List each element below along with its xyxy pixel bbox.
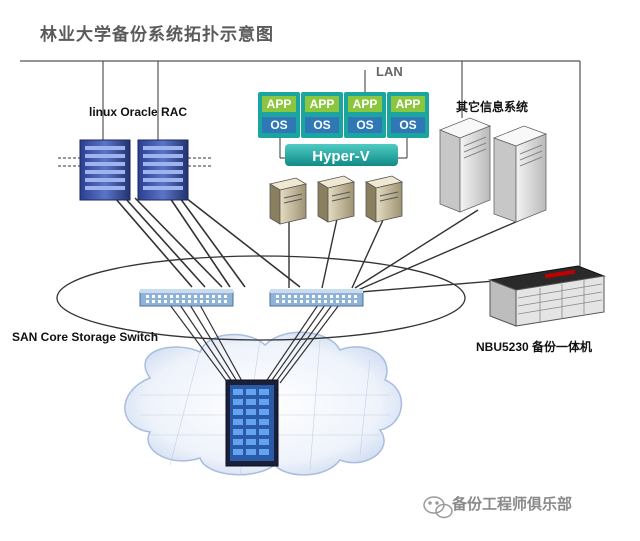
vm-app-label-3: APP	[353, 97, 378, 111]
wechat-icon	[423, 496, 453, 519]
storage-array	[225, 379, 279, 467]
rac-cables	[114, 197, 301, 288]
san-switch-label: SAN Core Storage Switch	[12, 330, 159, 344]
vm-os-label-4: OS	[399, 118, 416, 132]
vm-app-label-4: APP	[396, 97, 421, 111]
hyperv-host-2	[316, 175, 356, 223]
lan-label: LAN	[376, 64, 403, 79]
vm-os-label-3: OS	[356, 118, 373, 132]
oracle-rac-server-1	[58, 139, 131, 201]
vm-stack: APP APP APP APP OS OS OS OS Hyper-V	[258, 92, 429, 166]
other-systems-label: 其它信息系统	[456, 100, 529, 114]
hypervisor-label: Hyper-V	[312, 148, 370, 165]
other-system-server-1	[438, 117, 492, 213]
storage-cables	[169, 304, 340, 384]
san-switch-left	[139, 289, 234, 307]
watermark-text: 备份工程师俱乐部	[452, 496, 573, 513]
vm-os-label-1: OS	[270, 118, 287, 132]
nbu5230-appliance	[488, 265, 606, 327]
diagram-title: 林业大学备份系统拓扑示意图	[40, 25, 274, 44]
oracle-rac-server-2	[137, 139, 212, 201]
san-fabric-ellipse	[56, 255, 466, 341]
vm-os-label-2: OS	[313, 118, 330, 132]
hyperv-host-3	[364, 175, 404, 223]
hyperv-host-1	[268, 177, 308, 225]
other-system-server-2	[492, 125, 548, 223]
san-switch-right	[269, 289, 364, 307]
oracle-rac-label: linux Oracle RAC	[89, 105, 188, 119]
lan-backbone	[20, 60, 581, 274]
nbu-appliance-label: NBU5230 备份一体机	[476, 340, 593, 354]
vm-app-label-2: APP	[310, 97, 335, 111]
vm-app-label-1: APP	[267, 97, 292, 111]
